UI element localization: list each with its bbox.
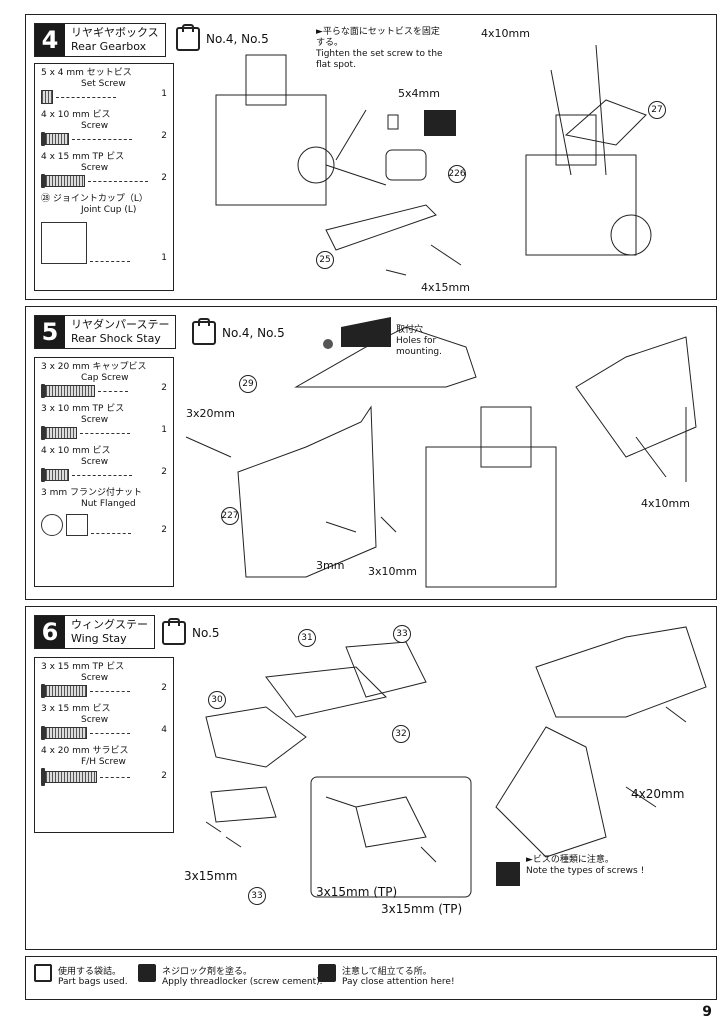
bag-icon — [176, 24, 200, 51]
legend-threadlock: ネジロック剤を塗る。Apply threadlocker (screw ceme… — [138, 964, 323, 987]
ref-29: 29 — [239, 375, 257, 393]
bag-indicator: No.4, No.5 — [192, 318, 285, 345]
label-3x20mm: 3x20mm — [186, 407, 235, 420]
bag-icon — [162, 618, 186, 645]
rear-gearbox-diagram — [215, 44, 652, 276]
ref-32: 32 — [392, 725, 410, 743]
legend-bar: 使用する袋詰。Part bags used. ネジロック剤を塗る。Apply t… — [25, 956, 717, 1000]
legend-caution: 注意して組立てる所。Pay close attention here! — [318, 964, 455, 987]
set-screw-note: ►平らな面にセットビスを固定する。Tighten the set screw t… — [316, 27, 443, 70]
caution-hand-icon — [318, 964, 336, 982]
part-item: ㉘ ジョイントカップ（L）Joint Cup (L) 1 — [41, 194, 167, 264]
label-4x15mm: 4x15mm — [421, 281, 470, 294]
wing-stay-diagram — [205, 626, 707, 898]
step-number: 4 — [35, 24, 65, 56]
step-number: 5 — [35, 316, 65, 348]
ref-227: 227 — [221, 507, 239, 525]
ref-30: 30 — [208, 691, 226, 709]
ref-226: 226 — [448, 165, 466, 183]
label-3mm: 3mm — [316, 559, 345, 572]
bag-icon — [192, 318, 216, 345]
step-number: 6 — [35, 616, 65, 648]
bag-icon — [34, 964, 52, 982]
label-3x15mm: 3x15mm — [184, 869, 238, 883]
ref-31: 31 — [298, 629, 316, 647]
page-number: 9 — [702, 1004, 712, 1020]
bag-indicator: No.5 — [162, 618, 220, 645]
label-5x4mm: 5x4mm — [398, 87, 440, 100]
label-4x10mm: 4x10mm — [481, 27, 530, 40]
legend-bag: 使用する袋詰。Part bags used. — [34, 964, 128, 987]
label-3x15mm-tp-2: 3x15mm (TP) — [381, 902, 463, 916]
rear-shock-stay-diagram — [185, 317, 697, 588]
label-4x10mm: 4x10mm — [641, 497, 690, 510]
ref-27: 27 — [648, 101, 666, 119]
bag-indicator: No.4, No.5 — [176, 24, 269, 51]
ref-25: 25 — [316, 251, 334, 269]
label-3x10mm: 3x10mm — [368, 565, 417, 578]
screw-type-note: ►ビスの種類に注意。Note the types of screws ! — [526, 855, 645, 876]
threadlock-icon — [138, 964, 156, 982]
ref-33-bottom: 33 — [248, 887, 266, 905]
label-3x15mm-tp-1: 3x15mm (TP) — [316, 885, 398, 899]
label-4x20mm: 4x20mm — [631, 787, 685, 801]
ref-33-top: 33 — [393, 625, 411, 643]
